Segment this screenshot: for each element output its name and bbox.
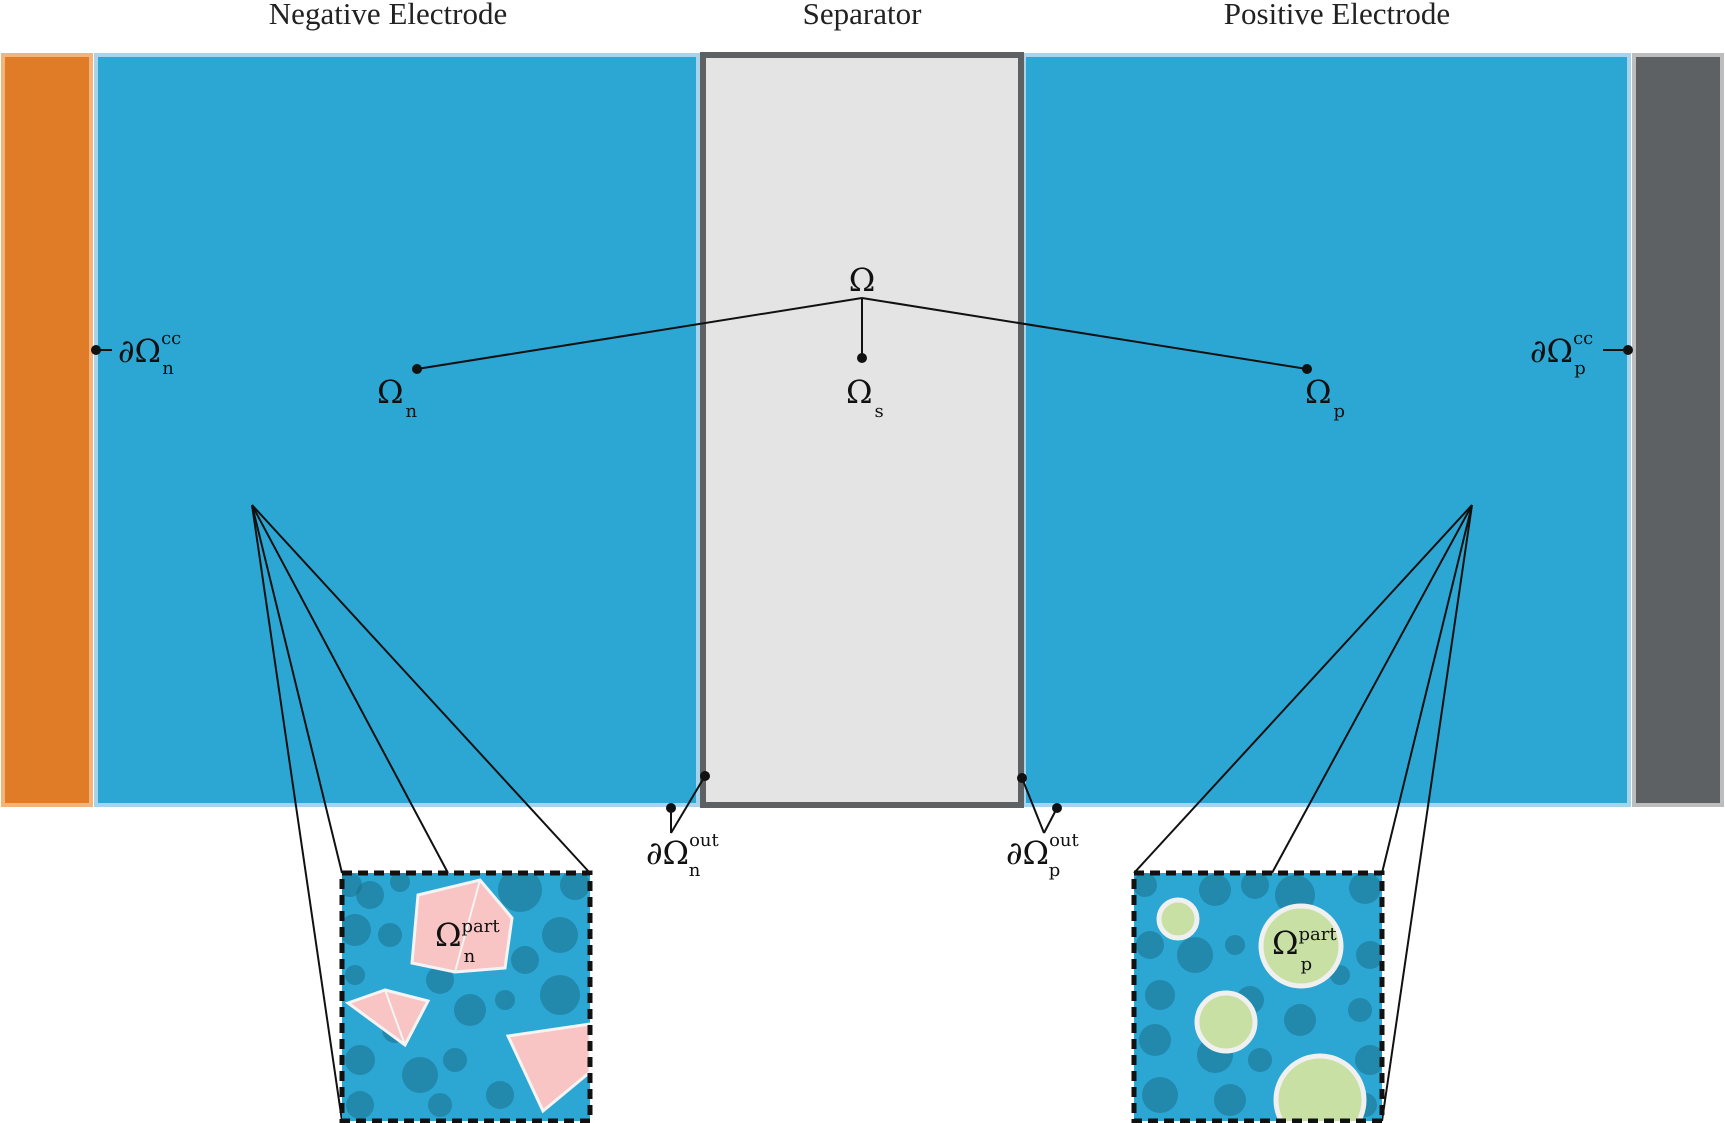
omega-p-label: Ωp <box>1305 373 1345 422</box>
positive-electrode-title: Positive Electrode <box>1224 0 1450 31</box>
positive-zoom-leaders <box>1133 504 1473 1122</box>
cc-p-leader <box>1603 345 1633 355</box>
negative-current-collector <box>1 53 93 807</box>
positive-current-collector <box>1632 53 1724 807</box>
negative-microstructure-inset <box>339 870 593 1123</box>
positive-particle-medium <box>1194 990 1258 1054</box>
negative-electrode-title: Negative Electrode <box>269 0 507 31</box>
omega-domain-label: Ω <box>849 261 876 299</box>
out-p-leader <box>1017 773 1062 834</box>
positive-particle-small <box>1156 897 1200 941</box>
omega-tree-leaders <box>412 297 1312 374</box>
omega-s-label: Ωs <box>846 373 884 422</box>
positive-electrode-region <box>1022 53 1631 807</box>
separator-title: Separator <box>803 0 922 31</box>
out-n-leader <box>666 771 710 834</box>
cc-n-leader <box>91 345 112 355</box>
negative-electrode-region <box>94 53 700 807</box>
negative-zoom-leaders <box>251 504 591 1122</box>
separator-region <box>700 52 1024 808</box>
omega-n-label: Ωn <box>377 373 418 422</box>
positive-particle-bottom <box>1273 1053 1367 1121</box>
positive-microstructure-inset <box>1131 870 1385 1123</box>
negative-particle-small <box>344 988 431 1048</box>
positive-particle-large <box>1258 903 1344 989</box>
